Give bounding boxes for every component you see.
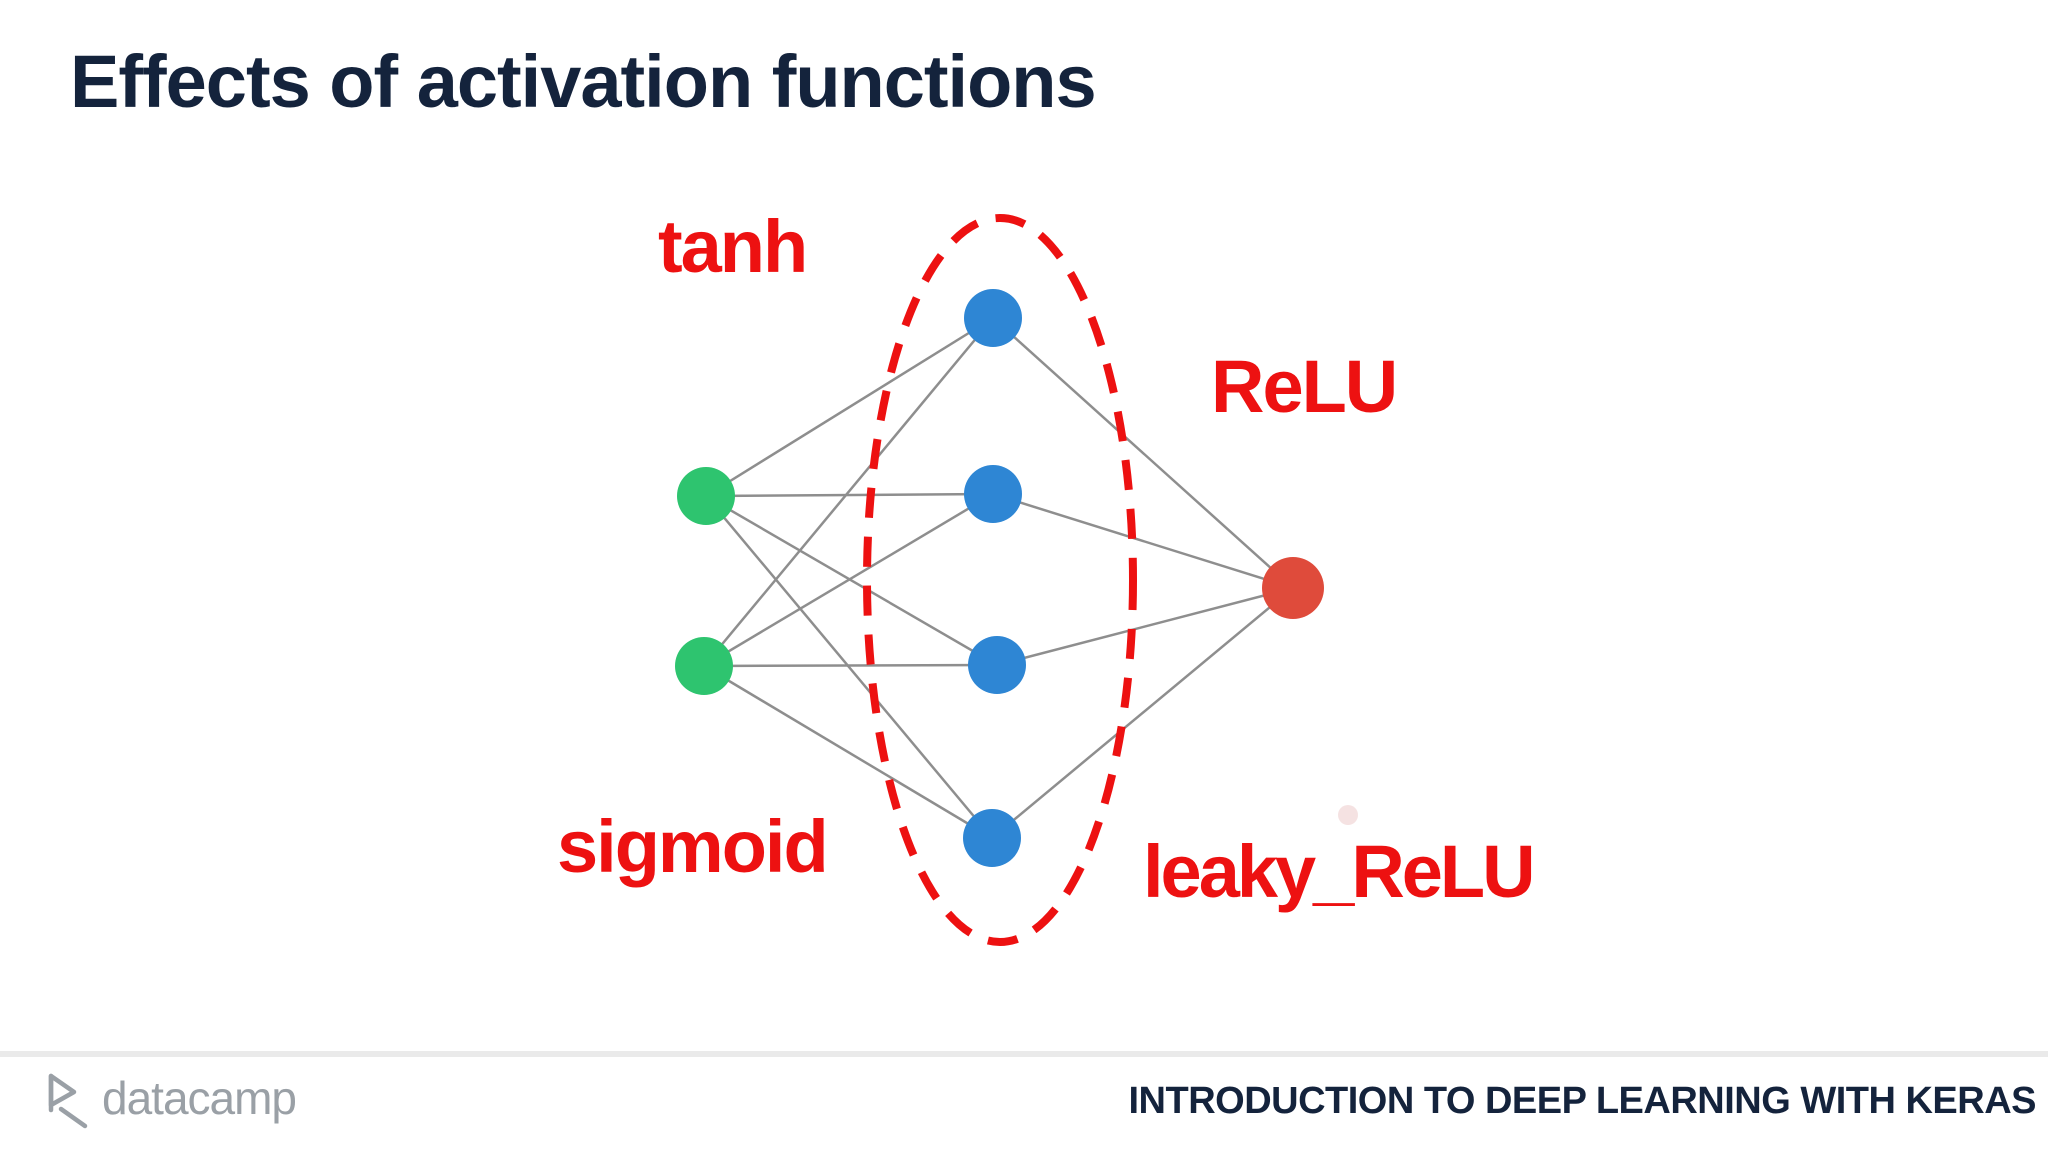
edge xyxy=(705,316,994,498)
input-node-1 xyxy=(677,467,735,525)
datacamp-logo-text: datacamp xyxy=(102,1072,297,1124)
output-node xyxy=(1262,557,1324,619)
hidden-node-1 xyxy=(964,289,1022,347)
edge xyxy=(991,587,1294,839)
course-title: INTRODUCTION TO DEEP LEARNING WITH KERAS xyxy=(1128,1080,2036,1122)
stray-cursor-dot xyxy=(1338,805,1358,825)
edge xyxy=(703,317,994,667)
edge xyxy=(992,492,1294,590)
input-node-2 xyxy=(675,637,733,695)
edge xyxy=(703,492,994,668)
hidden-node-4 xyxy=(963,809,1021,867)
footer-divider xyxy=(0,1051,2048,1057)
datacamp-logo: datacamp xyxy=(44,1070,297,1132)
activation-label-leaky-relu: leaky_ReLU xyxy=(1143,830,1536,913)
edge xyxy=(705,492,994,498)
hidden-node-2 xyxy=(964,465,1022,523)
edge xyxy=(703,664,993,840)
activation-label-sigmoid: sigmoid xyxy=(557,805,829,888)
edge xyxy=(996,586,1294,667)
edge xyxy=(703,663,998,668)
activation-label-relu: ReLU xyxy=(1211,345,1398,428)
hidden-node-3 xyxy=(968,636,1026,694)
edge xyxy=(992,317,1294,589)
datacamp-logo-icon xyxy=(48,1073,88,1129)
activation-label-tanh: tanh xyxy=(658,205,808,288)
edge xyxy=(705,494,998,667)
hidden-layer-highlight-ellipse xyxy=(863,214,1137,946)
page-title: Effects of activation functions xyxy=(70,40,1097,123)
edge xyxy=(705,495,993,839)
